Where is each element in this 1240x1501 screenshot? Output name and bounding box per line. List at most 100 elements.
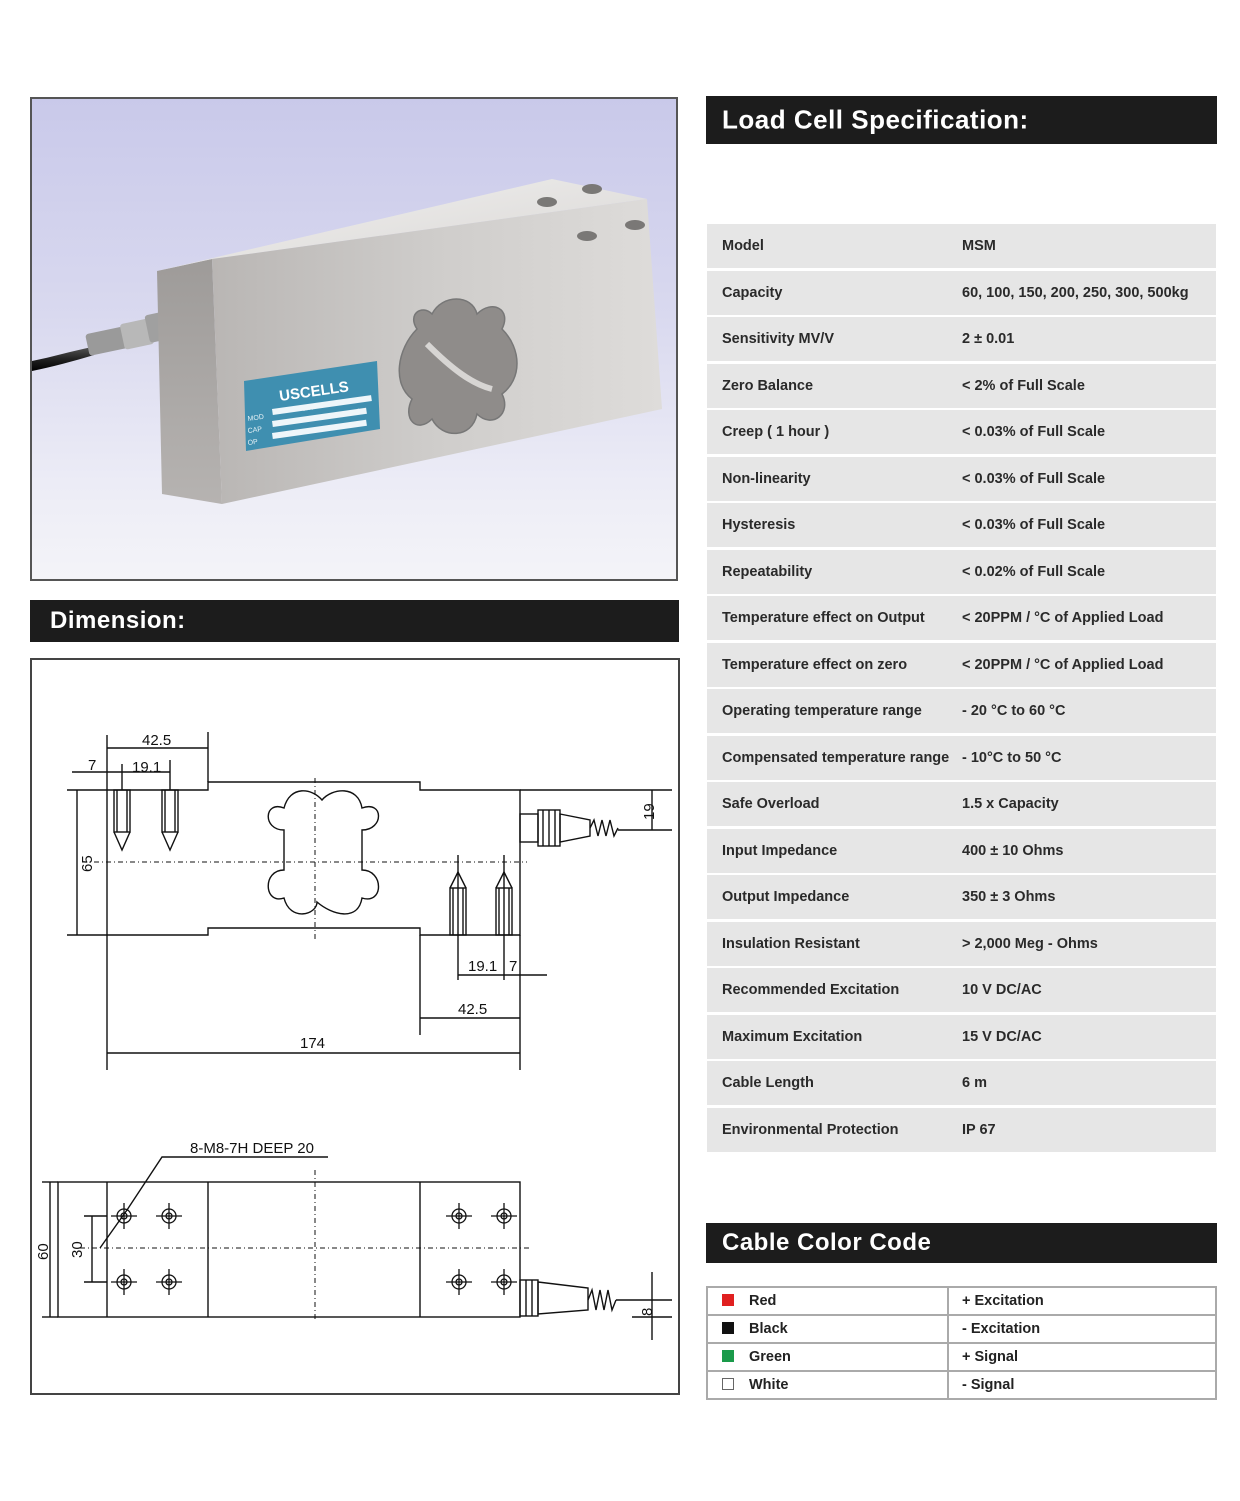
spec-value: 60, 100, 150, 200, 250, 300, 500kg <box>962 284 1189 301</box>
cable-color-name: Black <box>749 1321 788 1337</box>
spec-row: Hysteresis < 0.03% of Full Scale <box>707 503 1216 547</box>
spec-value: < 0.03% of Full Scale <box>962 470 1106 487</box>
dim-19-1-top: 19.1 <box>132 759 161 776</box>
spec-label: Sensitivity MV/V <box>722 331 835 347</box>
spec-value: 15 V DC/AC <box>962 1028 1042 1045</box>
dimension-title: Dimension: <box>50 607 186 634</box>
spec-label: Safe Overload <box>722 796 820 812</box>
label-mod: MOD <box>247 414 264 423</box>
spec-value: 350 ± 3 Ohms <box>962 889 1056 905</box>
dimension-drawing: 42.5 7 19.1 65 19 19.1 7 42.5 174 8-M8-7… <box>30 658 680 1395</box>
spec-header: Load Cell Specification: <box>706 96 1217 144</box>
spec-label: Creep ( 1 hour ) <box>722 424 830 440</box>
dim-7-bottom: 7 <box>509 958 517 975</box>
spec-label: Output Impedance <box>722 889 850 905</box>
dim-8: 8 <box>639 1308 656 1316</box>
spec-row: Capacity 60, 100, 150, 200, 250, 300, 500… <box>707 270 1216 315</box>
spec-label: Zero Balance <box>722 377 814 394</box>
cable-divider <box>947 1372 949 1398</box>
spec-label: Recommended Excitation <box>722 982 900 998</box>
dim-19-1-bottom: 19.1 <box>468 958 497 975</box>
cable-table: Red + Excitation Black - Excitation Gree… <box>706 1286 1217 1400</box>
spec-row: Temperature effect on Output < 20PPM / °C… <box>707 596 1216 640</box>
spec-row: Recommended Excitation 10 V DC/AC <box>707 968 1216 1012</box>
spec-value: < 0.03% of Full Scale <box>962 424 1106 440</box>
spec-label: Non-linearity <box>722 470 811 487</box>
cable-divider <box>947 1288 949 1314</box>
spec-row: Sensitivity MV/V 2 ± 0.01 <box>707 317 1216 361</box>
spec-row: Input Impedance 400 ± 10 Ohms <box>707 828 1216 873</box>
spec-value: 6 m <box>962 1075 987 1091</box>
spec-value: - 10°C to 50 °C <box>962 749 1062 766</box>
spec-value: < 20PPM / °C of Applied Load <box>962 656 1164 673</box>
spec-label: Capacity <box>722 284 783 301</box>
dim-65: 65 <box>79 855 96 872</box>
spec-value: 1.5 x Capacity <box>962 796 1059 812</box>
thread-spec: 8-M8-7H DEEP 20 <box>190 1140 314 1157</box>
spec-value: 400 ± 10 Ohms <box>962 842 1064 859</box>
cable-row: Green + Signal <box>708 1344 1215 1372</box>
color-swatch-icon <box>722 1378 734 1390</box>
spec-label: Maximum Excitation <box>722 1028 863 1045</box>
spec-value: 2 ± 0.01 <box>962 331 1015 347</box>
cable-function: + Signal <box>962 1349 1019 1365</box>
spec-title: Load Cell Specification: <box>722 104 1029 135</box>
spec-value: < 0.02% of Full Scale <box>962 563 1106 580</box>
spec-row: Output Impedance 350 ± 3 Ohms <box>707 875 1216 919</box>
load-cell-illustration: USCELLS MOD CAP OP S/N mv/v <box>32 179 662 504</box>
spec-row: Creep ( 1 hour ) < 0.03% of Full Scale <box>707 410 1216 454</box>
spec-label: Model <box>722 238 764 254</box>
cable-divider <box>947 1316 949 1342</box>
cable-color-name: White <box>749 1377 789 1393</box>
spec-value: 10 V DC/AC <box>962 982 1042 998</box>
spec-value: MSM <box>962 238 996 254</box>
label-op: OP <box>247 439 258 447</box>
cable-row: Red + Excitation <box>708 1288 1215 1316</box>
spec-row: Insulation Resistant > 2,000 Meg - Ohms <box>707 921 1216 966</box>
spec-row: Model MSM <box>707 224 1216 268</box>
spec-value: < 20PPM / °C of Applied Load <box>962 610 1164 626</box>
spec-row: Zero Balance < 2% of Full Scale <box>707 363 1216 408</box>
spec-label: Insulation Resistant <box>722 935 860 952</box>
spec-label: Input Impedance <box>722 842 838 859</box>
spec-label: Compensated temperature range <box>722 749 950 766</box>
spec-row: Non-linearity < 0.03% of Full Scale <box>707 456 1216 501</box>
label-plate: USCELLS MOD CAP OP S/N mv/v <box>244 361 380 451</box>
spec-row: Maximum Excitation 15 V DC/AC <box>707 1014 1216 1059</box>
cable-row: White - Signal <box>708 1372 1215 1398</box>
spec-label: Repeatability <box>722 563 813 580</box>
dim-42-5-top: 42.5 <box>142 732 171 749</box>
spec-label: Cable Length <box>722 1075 814 1091</box>
cable-color-name: Red <box>749 1293 777 1309</box>
spec-row: Cable Length 6 m <box>707 1061 1216 1105</box>
spec-label: Operating temperature range <box>722 703 922 719</box>
technical-drawing-svg: 42.5 7 19.1 65 19 19.1 7 42.5 174 8-M8-7… <box>35 732 672 1340</box>
spec-label: Hysteresis <box>722 517 796 533</box>
spec-value: > 2,000 Meg - Ohms <box>962 935 1098 952</box>
color-swatch-icon <box>722 1350 734 1362</box>
spec-label: Temperature effect on zero <box>722 656 908 673</box>
spec-value: < 0.03% of Full Scale <box>962 517 1106 533</box>
spec-value: - 20 °C to 60 °C <box>962 703 1066 719</box>
dim-7-top: 7 <box>88 757 96 774</box>
dim-60: 60 <box>35 1243 52 1260</box>
cable-function: - Excitation <box>962 1321 1041 1337</box>
label-cap: CAP <box>247 426 263 435</box>
cable-header: Cable Color Code <box>706 1223 1217 1263</box>
dim-174: 174 <box>300 1035 325 1052</box>
spec-label: Temperature effect on Output <box>722 610 925 626</box>
dim-30: 30 <box>69 1241 86 1258</box>
product-photo: USCELLS MOD CAP OP S/N mv/v <box>30 97 678 581</box>
spec-value: < 2% of Full Scale <box>962 377 1085 394</box>
spec-row: Compensated temperature range - 10°C to 5… <box>707 735 1216 780</box>
cable-row: Black - Excitation <box>708 1316 1215 1344</box>
color-swatch-icon <box>722 1294 734 1306</box>
spec-row: Repeatability < 0.02% of Full Scale <box>707 549 1216 594</box>
spec-row: Safe Overload 1.5 x Capacity <box>707 782 1216 826</box>
cable-function: - Signal <box>962 1377 1015 1393</box>
cable-divider <box>947 1344 949 1370</box>
cable-title: Cable Color Code <box>722 1229 932 1256</box>
spec-table: Model MSM Capacity 60, 100, 150, 200, 250,… <box>707 224 1216 1154</box>
dim-42-5-bottom: 42.5 <box>458 1001 487 1018</box>
